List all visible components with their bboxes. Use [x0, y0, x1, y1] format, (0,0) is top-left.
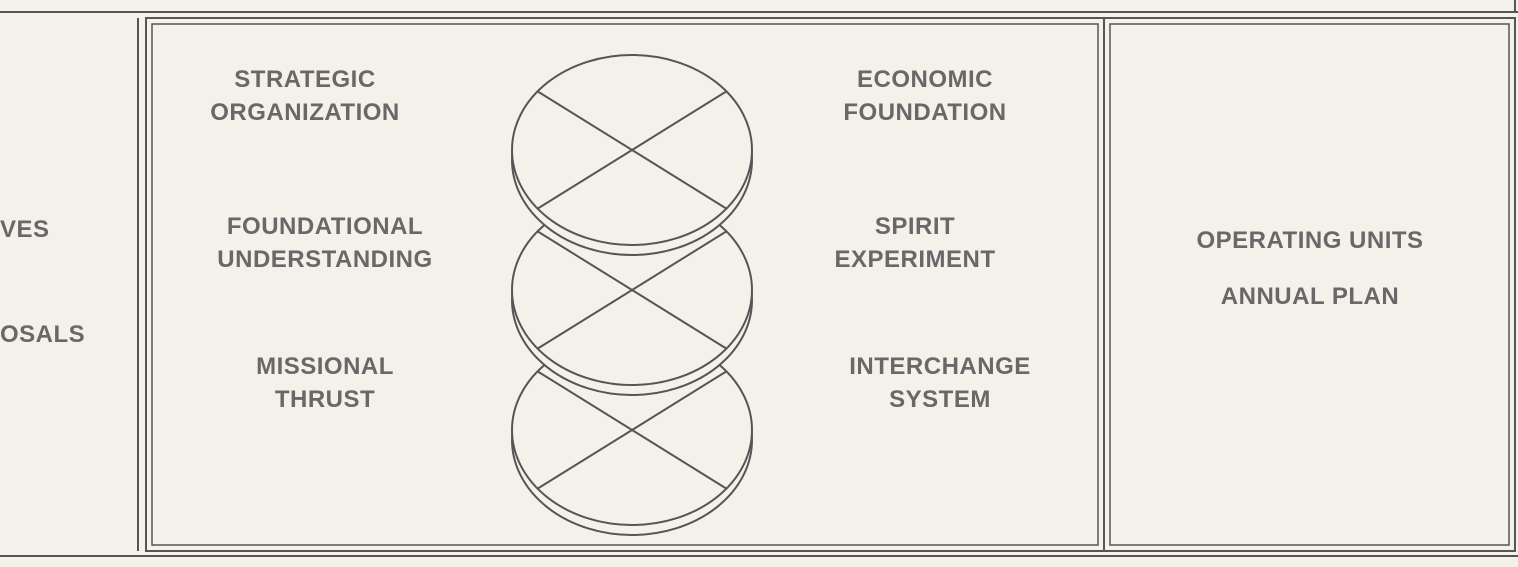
label-economic-foundation: ECONOMIC FOUNDATION — [800, 63, 1050, 129]
label-line: FOUNDATIONAL — [175, 210, 475, 243]
label-line: UNDERSTANDING — [175, 243, 475, 276]
disc-stack — [512, 55, 752, 535]
disc — [512, 55, 752, 255]
label-foundational-understanding: FOUNDATIONAL UNDERSTANDING — [175, 210, 475, 276]
left-panel-fragment-1: VES — [0, 213, 80, 246]
label-line: ANNUAL PLAN — [1130, 269, 1490, 325]
label-line: FOUNDATION — [800, 96, 1050, 129]
label-line: OPERATING UNITS — [1130, 213, 1490, 269]
label-line: ORGANIZATION — [175, 96, 435, 129]
label-line: ECONOMIC — [800, 63, 1050, 96]
label-interchange-system: INTERCHANGE SYSTEM — [810, 350, 1070, 416]
label-line: SPIRIT — [800, 210, 1030, 243]
label-line: EXPERIMENT — [800, 243, 1030, 276]
left-panel-fragment-2: OSALS — [0, 318, 120, 351]
label-spirit-experiment: SPIRIT EXPERIMENT — [800, 210, 1030, 276]
label-line: MISSIONAL — [195, 350, 455, 383]
label-line: INTERCHANGE — [810, 350, 1070, 383]
label-operating-units-annual-plan: OPERATING UNITS ANNUAL PLAN — [1130, 213, 1490, 325]
label-line: SYSTEM — [810, 383, 1070, 416]
label-line: STRATEGIC — [175, 63, 435, 96]
label-missional-thrust: MISSIONAL THRUST — [195, 350, 455, 416]
label-strategic-organization: STRATEGIC ORGANIZATION — [175, 63, 435, 129]
label-line: THRUST — [195, 383, 455, 416]
